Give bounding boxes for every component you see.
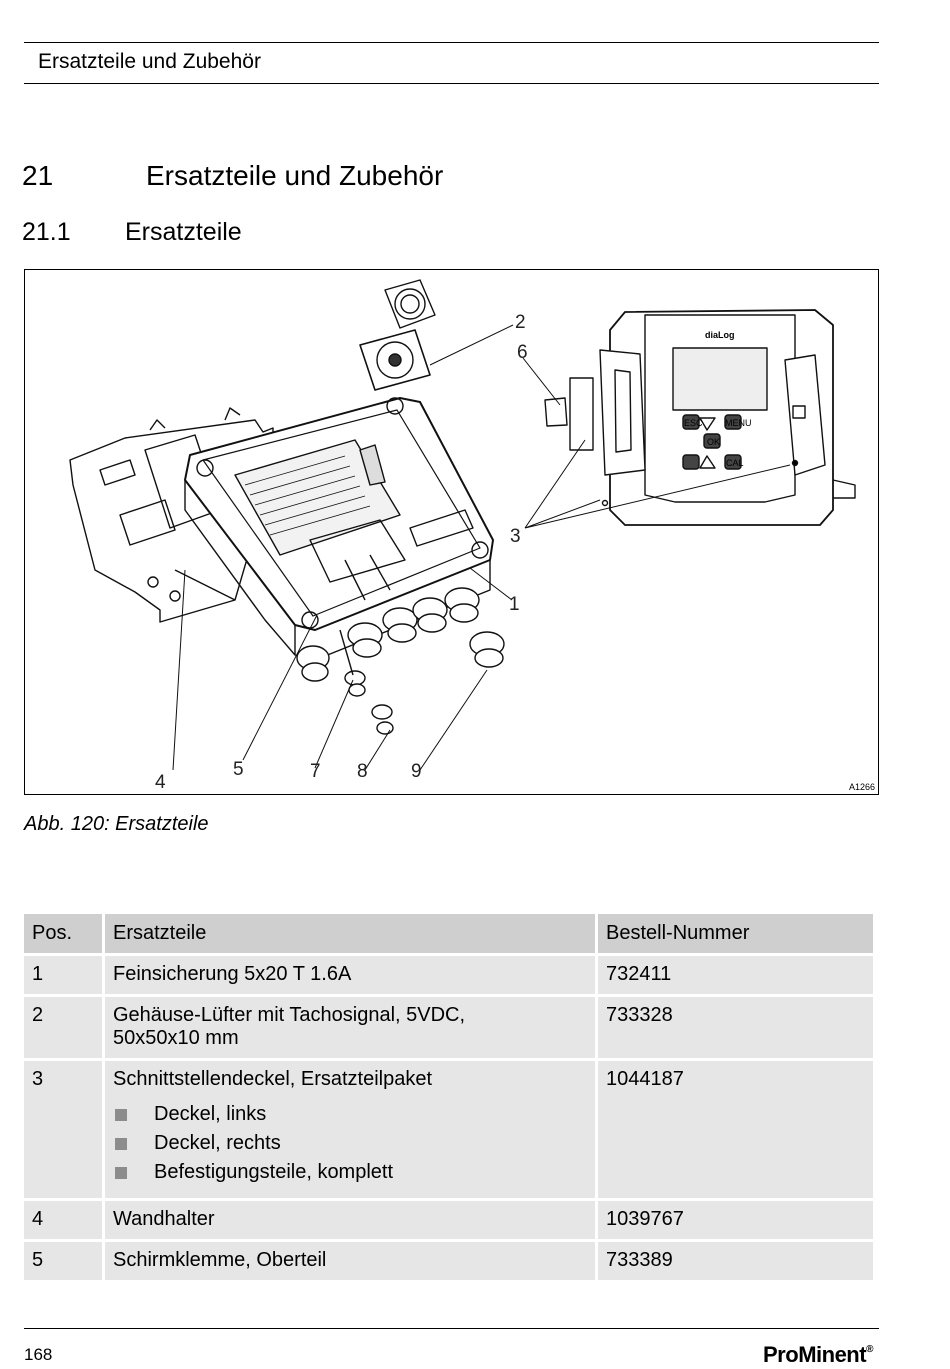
chapter-title: Ersatzteile und Zubehör: [146, 160, 444, 191]
spare-parts-table: Pos. Ersatzteile Bestell-Nummer 1 Feinsi…: [21, 911, 876, 1283]
housing-drawing: [184, 397, 494, 661]
cell-pos: 4: [24, 1201, 102, 1239]
list-item: Befestigungsteile, komplett: [113, 1161, 587, 1184]
leader-lines: [172, 324, 791, 771]
cell-order-number: 733389: [598, 1242, 873, 1280]
callout-4: 4: [155, 772, 166, 793]
callout-3: 3: [510, 526, 521, 547]
table-row: 1 Feinsicherung 5x20 T 1.6A 732411: [24, 956, 873, 994]
key-ok: OK: [707, 437, 720, 447]
cell-pos: 3: [24, 1061, 102, 1198]
table-header-row: Pos. Ersatzteile Bestell-Nummer: [24, 914, 873, 953]
callout-8: 8: [357, 761, 368, 782]
chapter-number: 21: [22, 160, 54, 191]
cell-order-number: 733328: [598, 997, 873, 1058]
cell-part-line-1: Gehäuse-Lüfter mit Tachosignal, 5VDC,: [113, 1004, 466, 1026]
callout-2: 2: [515, 312, 526, 333]
exploded-view-drawing: diaLog ESC MENU OK CAL 2 6 3 1 4 5 7 8 9…: [69, 279, 875, 793]
brand-pre: Pro: [763, 1342, 799, 1367]
cable-glands-drawing: [296, 587, 505, 735]
header-pos: Pos.: [24, 914, 102, 953]
callout-9: 9: [411, 761, 422, 782]
cell-pos: 5: [24, 1242, 102, 1280]
cell-part-title: Schnittstellendeckel, Ersatzteilpaket: [113, 1068, 433, 1090]
cell-order-number: 1044187: [598, 1061, 873, 1198]
running-header: Ersatzteile und Zubehör: [24, 42, 879, 84]
brand-logo: ProMinent®: [763, 1342, 873, 1368]
callout-5: 5: [233, 759, 244, 780]
callout-1: 1: [509, 594, 520, 615]
table-row: 3 Schnittstellendeckel, Ersatzteilpaket …: [24, 1061, 873, 1198]
header-order-number: Bestell-Nummer: [598, 914, 873, 953]
figure-id: A1266: [849, 782, 875, 792]
table-row: 2 Gehäuse-Lüfter mit Tachosignal, 5VDC, …: [24, 997, 873, 1058]
figure-caption: Abb. 120: Ersatzteile: [24, 813, 209, 835]
cell-part-line-2: 50x50x10 mm: [113, 1027, 239, 1049]
table-row: 4 Wandhalter 1039767: [24, 1201, 873, 1239]
callout-7: 7: [310, 761, 321, 782]
cell-order-number: 732411: [598, 956, 873, 994]
section-title: Ersatzteile: [125, 218, 242, 246]
cell-order-number: 1039767: [598, 1201, 873, 1239]
cell-part: Schnittstellendeckel, Ersatzteilpaket De…: [105, 1061, 595, 1198]
brand-mark: ®: [866, 1344, 873, 1355]
key-cal: CAL: [726, 458, 744, 468]
key-esc: ESC: [684, 418, 703, 428]
section-number: 21.1: [22, 218, 71, 246]
part-contents-list: Deckel, links Deckel, rechts Befestigung…: [113, 1103, 587, 1184]
controller-drawing: diaLog ESC MENU OK CAL: [544, 309, 856, 526]
running-header-title: Ersatzteile und Zubehör: [38, 50, 261, 73]
cell-part: Wandhalter: [105, 1201, 595, 1239]
cell-pos: 1: [24, 956, 102, 994]
brand-mid: Minent: [798, 1342, 867, 1367]
page-number: 168: [24, 1345, 53, 1364]
device-label: diaLog: [705, 330, 735, 340]
spare-parts-figure: diaLog ESC MENU OK CAL 2 6 3 1 4 5 7 8 9…: [24, 269, 879, 795]
cell-part: Gehäuse-Lüfter mit Tachosignal, 5VDC, 50…: [105, 997, 595, 1058]
fan-drawing: [359, 279, 436, 391]
cell-part: Feinsicherung 5x20 T 1.6A: [105, 956, 595, 994]
cell-part: Schirmklemme, Oberteil: [105, 1242, 595, 1280]
callout-6: 6: [517, 342, 528, 363]
cell-pos: 2: [24, 997, 102, 1058]
header-part: Ersatzteile: [105, 914, 595, 953]
list-item: Deckel, links: [113, 1103, 587, 1126]
table-row: 5 Schirmklemme, Oberteil 733389: [24, 1242, 873, 1280]
key-menu: MENU: [725, 418, 752, 428]
list-item: Deckel, rechts: [113, 1132, 587, 1155]
footer-rule: [24, 1328, 879, 1329]
